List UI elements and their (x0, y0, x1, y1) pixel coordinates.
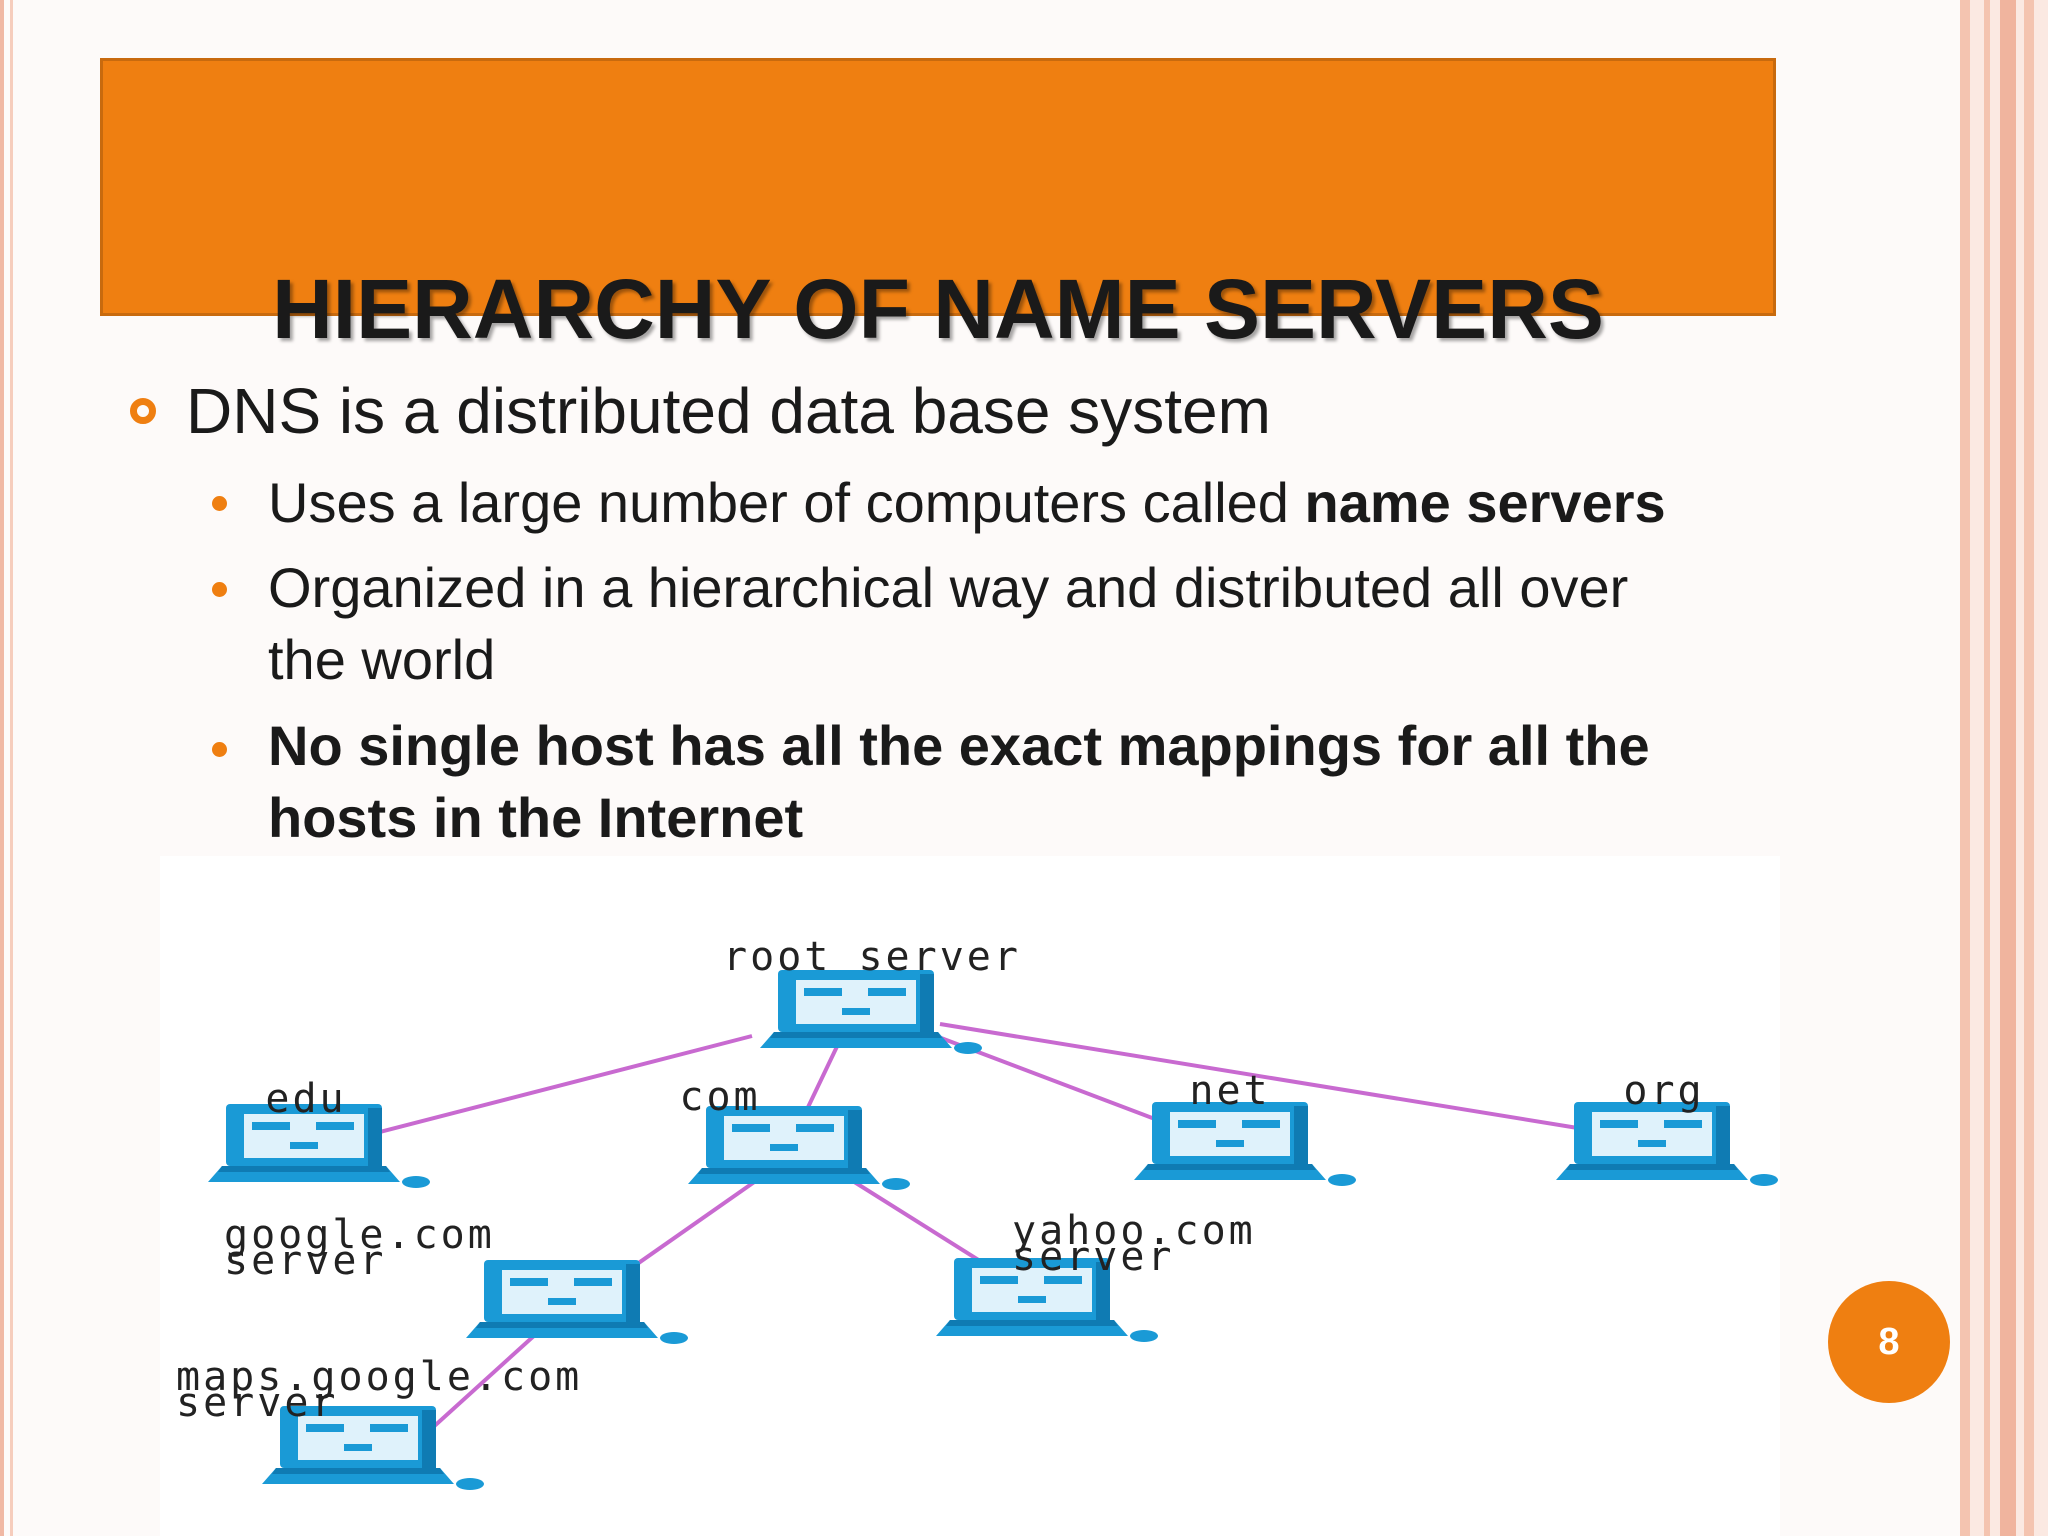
bullet-item-3-line1: No single host has all the exact mapping… (268, 714, 1650, 777)
left-border-line (0, 0, 4, 1536)
maps-label-line1: maps.google.com (176, 1354, 582, 1400)
net-computer-icon (1134, 1102, 1356, 1186)
link-root-net (919, 1028, 1169, 1126)
node-maps: maps.google.com server (176, 1354, 582, 1490)
node-edu: edu (208, 1076, 430, 1188)
com-label: com (679, 1074, 760, 1120)
edu-label: edu (265, 1076, 346, 1122)
bullet-dot-icon (212, 582, 227, 597)
yahoo-label-line2: server (1012, 1234, 1175, 1280)
google-server-computer-icon (466, 1260, 688, 1344)
root-server-label: root server (723, 934, 1021, 980)
org-computer-icon (1556, 1102, 1778, 1186)
node-net: net (1134, 1068, 1356, 1186)
bullet-item-3-line2: hosts in the Internet (268, 786, 804, 849)
maps-label-line2: server (176, 1380, 339, 1426)
right-stripe (2024, 0, 2034, 1536)
org-label: org (1623, 1068, 1704, 1114)
left-border-line-inner (10, 0, 13, 1536)
bullet-ring-icon (130, 398, 156, 424)
node-root: root server (723, 934, 1021, 1054)
bullet-dot-icon (212, 496, 227, 511)
right-stripe (2000, 0, 2016, 1536)
google-label-line2: server (224, 1238, 387, 1284)
bullet-item-1-bold: name servers (1304, 471, 1666, 534)
bullet-item-2-line2: the world (268, 628, 496, 691)
link-com-google (618, 1176, 762, 1278)
bullet-dot-icon (212, 742, 227, 757)
title-banner: HIERARCHY OF NAME SERVERS (100, 58, 1776, 356)
link-root-org (939, 1022, 1591, 1132)
node-yahoo: yahoo.com server (936, 1208, 1256, 1342)
node-org: org (1556, 1068, 1778, 1186)
node-com: com (679, 1074, 910, 1190)
bullet-item-1-text: Uses a large number of computers called (268, 471, 1305, 534)
node-google: google.com server (224, 1212, 688, 1344)
right-stripe (1960, 0, 1970, 1536)
bullet-level1-text: DNS is a distributed data base system (186, 375, 1271, 447)
link-google-maps (428, 1332, 538, 1432)
bullet-item-1: Uses a large number of computers called … (268, 467, 1666, 539)
google-label-line1: google.com (224, 1212, 495, 1258)
slide-title: HIERARCHY OF NAME SERVERS (272, 262, 1604, 356)
right-stripe (1984, 0, 1990, 1536)
yahoo-label-line1: yahoo.com (1012, 1208, 1256, 1254)
bullet-item-2-line1: Organized in a hierarchical way and dist… (268, 556, 1629, 619)
link-root-edu (379, 1034, 753, 1134)
page-number-badge: 8 (1828, 1281, 1950, 1403)
net-label: net (1189, 1068, 1270, 1114)
